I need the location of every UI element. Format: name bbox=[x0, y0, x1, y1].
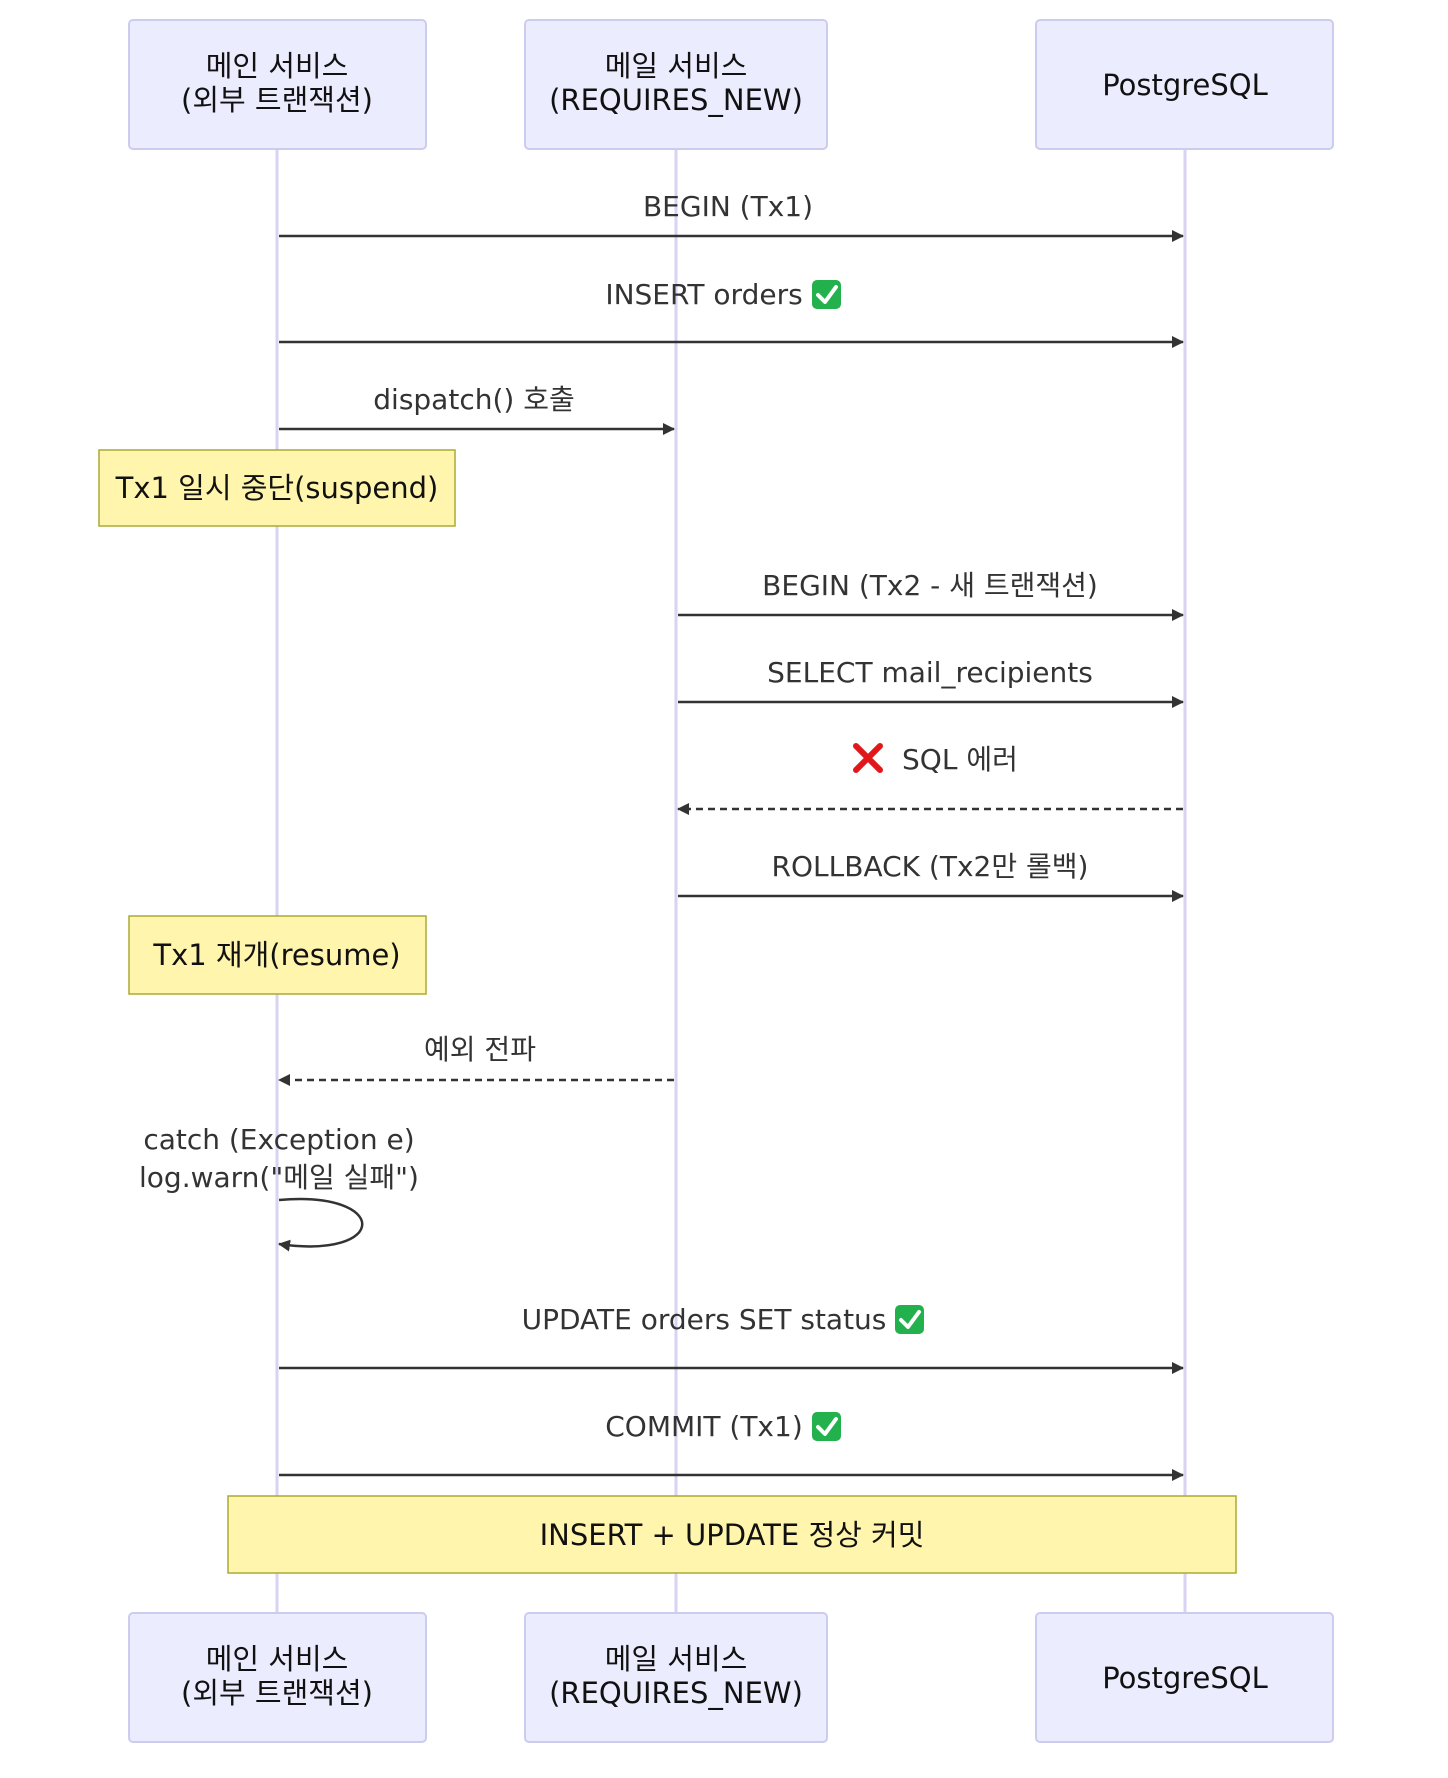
participant-main-line2: (외부 트랜잭션) bbox=[181, 83, 373, 117]
note-commit-success-text: INSERT + UPDATE 정상 커밋 bbox=[540, 1518, 925, 1552]
participant-mail-line1: 메일 서비스 bbox=[605, 1642, 748, 1676]
message-label-sql-error: SQL 에러 bbox=[902, 743, 1018, 776]
participant-postgresql-bottom: PostgreSQL bbox=[1035, 1612, 1334, 1743]
participant-mail-line1: 메일 서비스 bbox=[605, 49, 748, 83]
message-label-dispatch-call: dispatch() 호출 bbox=[373, 383, 574, 416]
message-label-insert-orders: INSERT orders bbox=[605, 278, 802, 311]
participant-mail-line2: (REQUIRES_NEW) bbox=[549, 83, 803, 117]
message-label-catch-line1: catch (Exception e) bbox=[143, 1123, 414, 1156]
participant-mail-bottom: 메일 서비스 (REQUIRES_NEW) bbox=[524, 1612, 828, 1743]
check-icon bbox=[812, 280, 841, 309]
message-label-rollback-tx2: ROLLBACK (Tx2만 롤백) bbox=[772, 850, 1089, 883]
note-tx1-resume: Tx1 재개(resume) bbox=[128, 915, 427, 995]
check-icon bbox=[812, 1412, 841, 1441]
participant-main-line2: (외부 트랜잭션) bbox=[181, 1676, 373, 1710]
message-label-catch-line2: log.warn("메일 실패") bbox=[139, 1161, 419, 1194]
note-tx1-suspend: Tx1 일시 중단(suspend) bbox=[98, 449, 456, 527]
participant-main-top: 메인 서비스 (외부 트랜잭션) bbox=[128, 19, 427, 150]
message-label-commit-tx1: COMMIT (Tx1) bbox=[605, 1410, 803, 1443]
message-label-update-orders: UPDATE orders SET status bbox=[522, 1303, 887, 1336]
message-label-select-mail-recipients: SELECT mail_recipients bbox=[767, 656, 1093, 689]
participant-main-line1: 메인 서비스 bbox=[206, 49, 349, 83]
cross-icon bbox=[853, 743, 883, 773]
participant-postgresql-label: PostgreSQL bbox=[1102, 1661, 1268, 1695]
note-tx1-resume-text: Tx1 재개(resume) bbox=[152, 938, 400, 972]
message-label-exception-propagation: 예외 전파 bbox=[424, 1033, 536, 1066]
message-label-begin-tx1: BEGIN (Tx1) bbox=[643, 190, 813, 223]
participant-main-bottom: 메인 서비스 (외부 트랜잭션) bbox=[128, 1612, 427, 1743]
check-icon bbox=[895, 1305, 924, 1334]
participant-mail-top: 메일 서비스 (REQUIRES_NEW) bbox=[524, 19, 828, 150]
participant-mail-line2: (REQUIRES_NEW) bbox=[549, 1676, 803, 1710]
message-arrow-self-catch bbox=[278, 1197, 364, 1252]
participant-postgresql-top: PostgreSQL bbox=[1035, 19, 1334, 150]
participant-postgresql-label: PostgreSQL bbox=[1102, 68, 1268, 102]
note-commit-success: INSERT + UPDATE 정상 커밋 bbox=[227, 1495, 1237, 1574]
message-label-begin-tx2: BEGIN (Tx2 - 새 트랜잭션) bbox=[762, 569, 1098, 602]
participant-main-line1: 메인 서비스 bbox=[206, 1642, 349, 1676]
note-tx1-suspend-text: Tx1 일시 중단(suspend) bbox=[115, 471, 439, 505]
